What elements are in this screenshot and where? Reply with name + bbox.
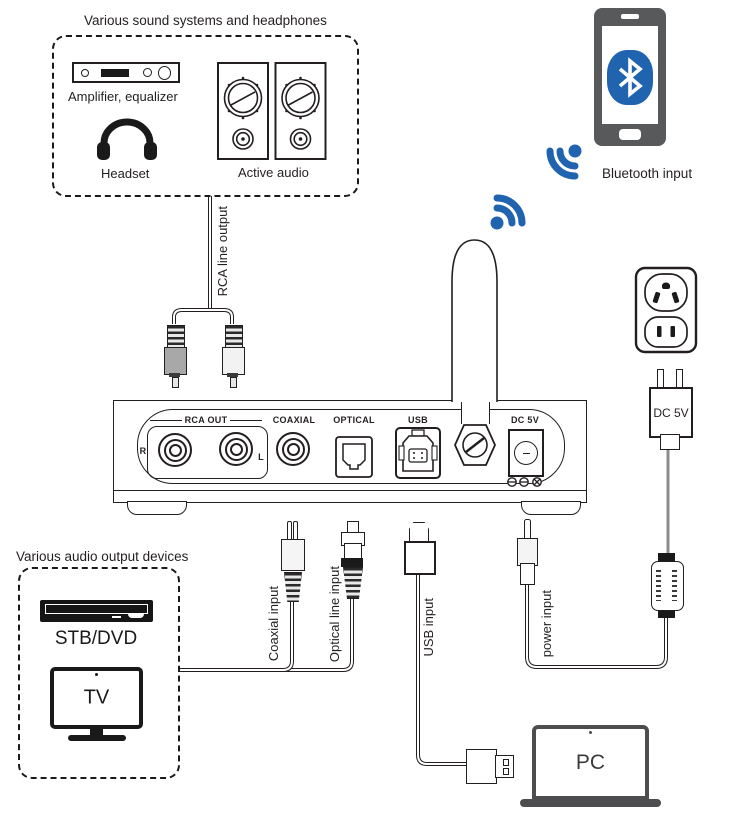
amp-knob-mid [143, 68, 152, 77]
rca-out-bracket [147, 426, 268, 479]
headphones-icon [97, 118, 157, 160]
wifi-signal-icon [546, 144, 582, 180]
output-box [18, 567, 180, 779]
speakers-label: Active audio [238, 165, 309, 180]
dac-device-foot [521, 501, 581, 515]
amplifier-label: Amplifier, equalizer [68, 89, 178, 104]
coaxial-jack [276, 432, 310, 466]
output-box-title: Various audio output devices [16, 549, 189, 564]
optical-port [335, 436, 373, 478]
bluetooth-input-label: Bluetooth input [602, 166, 693, 181]
wifi-signal-icon [490, 194, 526, 230]
phone-icon [594, 8, 666, 146]
stb-dvd-label: STB/DVD [54, 628, 138, 649]
rca-output-cable [172, 196, 234, 324]
coaxial-input-label: Coaxial input [266, 586, 281, 662]
dac-device-base-strip [113, 490, 587, 503]
rca-out-label: RCA OUT [181, 415, 231, 425]
dc-port [508, 429, 544, 477]
tv-icon: TV [50, 667, 143, 729]
dac-device-foot [127, 501, 187, 515]
power-input-label: power input [539, 590, 554, 658]
usb-input-label: USB input [421, 598, 436, 657]
amp-knob-small [81, 68, 89, 77]
dvd-icon [40, 600, 153, 622]
usb-port [395, 427, 441, 479]
rca-left-label: L [258, 452, 264, 462]
usb-cable-run [416, 571, 467, 766]
laptop-base [520, 799, 661, 807]
dc-port-label: DC 5V [510, 415, 540, 425]
rca-out-label-row: RCA OUT [150, 415, 263, 425]
rca-jack-left [219, 432, 253, 466]
pc-label: PC [575, 750, 606, 774]
tv-stand-base [68, 735, 126, 741]
tv-label: TV [83, 686, 110, 709]
phone-home-button [619, 129, 641, 140]
amplifier-icon [72, 62, 180, 83]
coaxial-port-label: COAXIAL [272, 415, 316, 425]
tv-stand-neck [90, 729, 103, 735]
optical-port-label: OPTICAL [333, 415, 375, 425]
sound-box-title: Various sound systems and headphones [84, 13, 327, 28]
phone-speaker [621, 14, 639, 19]
power-cable-run [525, 582, 668, 669]
stb-cable-run [178, 598, 354, 672]
rca-line-output-label: RCA line output [215, 206, 230, 297]
usb-port-label: USB [408, 415, 428, 425]
speaker-icon [217, 62, 269, 160]
headset-label: Headset [101, 166, 150, 181]
rca-jack-right [158, 433, 192, 467]
sound-box [52, 35, 359, 197]
antenna-icon [451, 239, 498, 402]
antenna-connector [461, 402, 490, 424]
optical-input-label: Optical line input [327, 566, 342, 663]
antenna-nut [454, 424, 496, 466]
panel-screws [507, 477, 542, 487]
speaker-icon [274, 62, 327, 160]
adapter-label: DC 5V [653, 405, 689, 420]
bluetooth-icon [607, 50, 653, 105]
amp-display-bar [100, 68, 130, 77]
amp-knob-large [157, 65, 171, 80]
rca-right-label: R [139, 446, 147, 456]
outlet-icon [634, 266, 698, 354]
